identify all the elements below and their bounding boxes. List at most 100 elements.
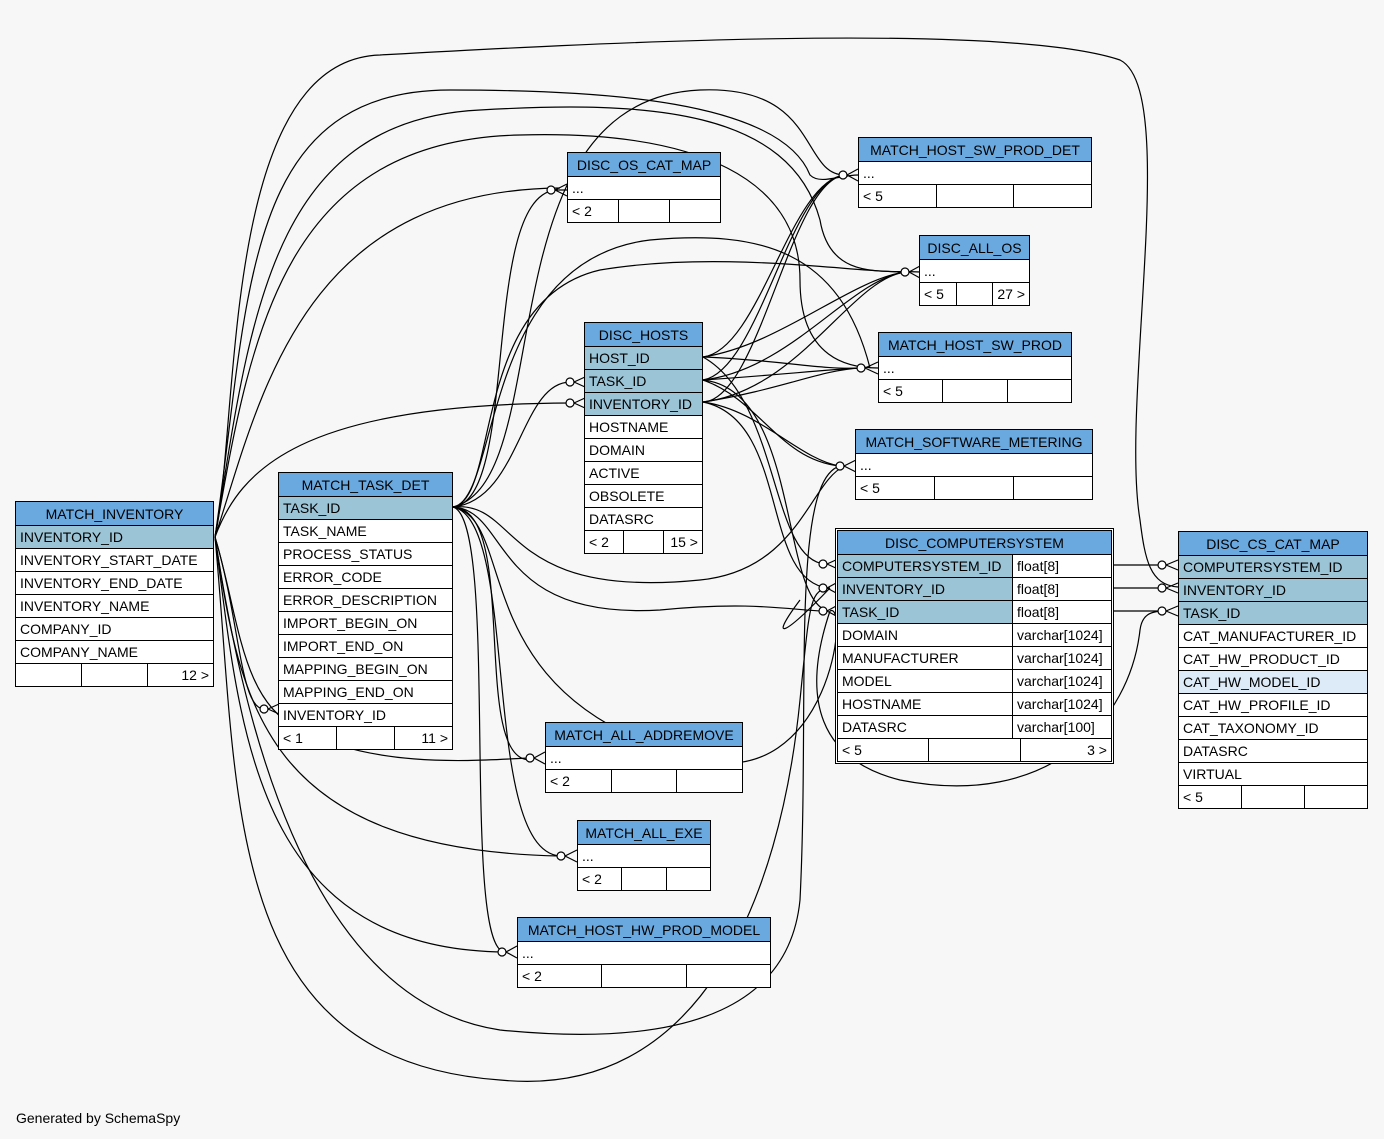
- column-row[interactable]: ...: [546, 746, 742, 769]
- table-header[interactable]: DISC_HOSTS: [585, 323, 702, 346]
- table-match-task-det[interactable]: MATCH_TASK_DET TASK_ID TASK_NAME PROCESS…: [278, 472, 453, 750]
- column-row[interactable]: COMPANY_ID: [16, 617, 213, 640]
- column-row[interactable]: DATASRC: [1179, 739, 1367, 762]
- footer-parents[interactable]: < 5: [842, 742, 862, 758]
- footer-parents[interactable]: [16, 664, 81, 686]
- column-row[interactable]: PROCESS_STATUS: [279, 542, 452, 565]
- column-row[interactable]: OBSOLETE: [585, 484, 702, 507]
- footer-parents[interactable]: < 5: [863, 188, 883, 204]
- table-match-host-sw-prod-det[interactable]: MATCH_HOST_SW_PROD_DET ... < 5: [858, 137, 1092, 208]
- footer-children[interactable]: [676, 770, 742, 792]
- footer-children[interactable]: [1013, 477, 1092, 499]
- column-row[interactable]: DATASRC: [585, 507, 702, 530]
- table-match-all-exe[interactable]: MATCH_ALL_EXE ... < 2: [577, 820, 711, 891]
- column-row[interactable]: ...: [920, 259, 1029, 282]
- footer-children[interactable]: 3 >: [1019, 739, 1111, 761]
- table-header[interactable]: MATCH_INVENTORY: [16, 502, 213, 525]
- column-row[interactable]: CAT_MANUFACTURER_ID: [1179, 624, 1367, 647]
- table-header[interactable]: MATCH_SOFTWARE_METERING: [856, 430, 1092, 453]
- table-header[interactable]: DISC_CS_CAT_MAP: [1179, 532, 1367, 555]
- column-row[interactable]: TASK_ID: [279, 496, 452, 519]
- column-row[interactable]: ...: [568, 176, 720, 199]
- footer-children[interactable]: [1006, 380, 1071, 402]
- column-row[interactable]: INVENTORY_END_DATE: [16, 571, 213, 594]
- column-row[interactable]: MAPPING_END_ON: [279, 680, 452, 703]
- footer-parents[interactable]: < 5: [1183, 789, 1203, 805]
- footer-parents[interactable]: < 5: [924, 286, 944, 302]
- footer-children[interactable]: 27 >: [992, 283, 1029, 305]
- column-row[interactable]: TASK_ID: [1179, 601, 1367, 624]
- column-row[interactable]: ERROR_CODE: [279, 565, 452, 588]
- column-row[interactable]: ...: [856, 453, 1092, 476]
- column-row[interactable]: INVENTORY_ID: [585, 392, 702, 415]
- footer-parents[interactable]: < 1: [283, 730, 303, 746]
- table-match-host-hw-prod-model[interactable]: MATCH_HOST_HW_PROD_MODEL ... < 2: [517, 917, 771, 988]
- column-row[interactable]: INVENTORY_ID: [1179, 578, 1367, 601]
- footer-parents[interactable]: < 2: [582, 871, 602, 887]
- footer-children[interactable]: 12 >: [147, 664, 213, 686]
- footer-children[interactable]: 11 >: [394, 727, 452, 749]
- table-match-host-sw-prod[interactable]: MATCH_HOST_SW_PROD ... < 5: [878, 332, 1072, 403]
- footer-children[interactable]: [1304, 786, 1367, 808]
- footer-children[interactable]: [669, 200, 720, 222]
- column-row[interactable]: INVENTORY_ID: [279, 703, 452, 726]
- column-row[interactable]: INVENTORY_START_DATE: [16, 548, 213, 571]
- footer-parents[interactable]: < 2: [572, 203, 592, 219]
- column-row[interactable]: CAT_HW_PROFILE_ID: [1179, 693, 1367, 716]
- column-row[interactable]: COMPUTERSYSTEM_ID: [1179, 555, 1367, 578]
- table-disc-cs-cat-map[interactable]: DISC_CS_CAT_MAP COMPUTERSYSTEM_ID INVENT…: [1178, 531, 1368, 809]
- column-row[interactable]: CAT_TAXONOMY_ID: [1179, 716, 1367, 739]
- column-row[interactable]: TASK_NAME: [279, 519, 452, 542]
- table-header[interactable]: DISC_COMPUTERSYSTEM: [838, 531, 1111, 554]
- column-row[interactable]: INVENTORY_ID: [16, 525, 213, 548]
- table-header[interactable]: DISC_OS_CAT_MAP: [568, 153, 720, 176]
- column-row[interactable]: HOSTNAME: [585, 415, 702, 438]
- footer-children[interactable]: [685, 965, 770, 987]
- table-match-inventory[interactable]: MATCH_INVENTORY INVENTORY_ID INVENTORY_S…: [15, 501, 214, 687]
- footer-parents[interactable]: < 5: [883, 383, 903, 399]
- footer-children[interactable]: 15 >: [662, 531, 702, 553]
- footer-parents[interactable]: < 2: [522, 968, 542, 984]
- table-disc-os-cat-map[interactable]: DISC_OS_CAT_MAP ... < 2: [567, 152, 721, 223]
- column-row[interactable]: ACTIVE: [585, 461, 702, 484]
- column-row[interactable]: DOMAIN: [585, 438, 702, 461]
- table-header[interactable]: MATCH_ALL_EXE: [578, 821, 710, 844]
- column-row[interactable]: ...: [859, 161, 1091, 184]
- column-row[interactable]: ...: [879, 356, 1071, 379]
- footer-parents[interactable]: < 5: [860, 480, 880, 496]
- table-header[interactable]: MATCH_HOST_SW_PROD: [879, 333, 1071, 356]
- footer-children[interactable]: [1013, 185, 1091, 207]
- table-disc-hosts[interactable]: DISC_HOSTS HOST_ID TASK_ID INVENTORY_ID …: [584, 322, 703, 554]
- column-row[interactable]: TASK_ID: [585, 369, 702, 392]
- column-row[interactable]: HOST_ID: [585, 346, 702, 369]
- column-row[interactable]: VIRTUAL: [1179, 762, 1367, 785]
- column-row[interactable]: ERROR_DESCRIPTION: [279, 588, 452, 611]
- column-row[interactable]: ...: [518, 941, 770, 964]
- column-row[interactable]: IMPORT_END_ON: [279, 634, 452, 657]
- table-header[interactable]: MATCH_TASK_DET: [279, 473, 452, 496]
- column-row[interactable]: INVENTORY_NAME: [16, 594, 213, 617]
- table-header[interactable]: MATCH_HOST_HW_PROD_MODEL: [518, 918, 770, 941]
- footer-parents[interactable]: < 2: [589, 534, 609, 550]
- table-header[interactable]: MATCH_HOST_SW_PROD_DET: [859, 138, 1091, 161]
- footer-parents[interactable]: < 2: [550, 773, 570, 789]
- table-header[interactable]: MATCH_ALL_ADDREMOVE: [546, 723, 742, 746]
- column-row[interactable]: CAT_HW_PRODUCT_ID: [1179, 647, 1367, 670]
- column-row[interactable]: CAT_HW_MODEL_ID: [1179, 670, 1367, 693]
- column-row[interactable]: MAPPING_BEGIN_ON: [279, 657, 452, 680]
- column-row[interactable]: COMPANY_NAME: [16, 640, 213, 663]
- column-row[interactable]: IMPORT_BEGIN_ON: [279, 611, 452, 634]
- table-match-software-metering[interactable]: MATCH_SOFTWARE_METERING ... < 5: [855, 429, 1093, 500]
- table-match-all-addremove[interactable]: MATCH_ALL_ADDREMOVE ... < 2: [545, 722, 743, 793]
- column-row[interactable]: ...: [578, 844, 710, 867]
